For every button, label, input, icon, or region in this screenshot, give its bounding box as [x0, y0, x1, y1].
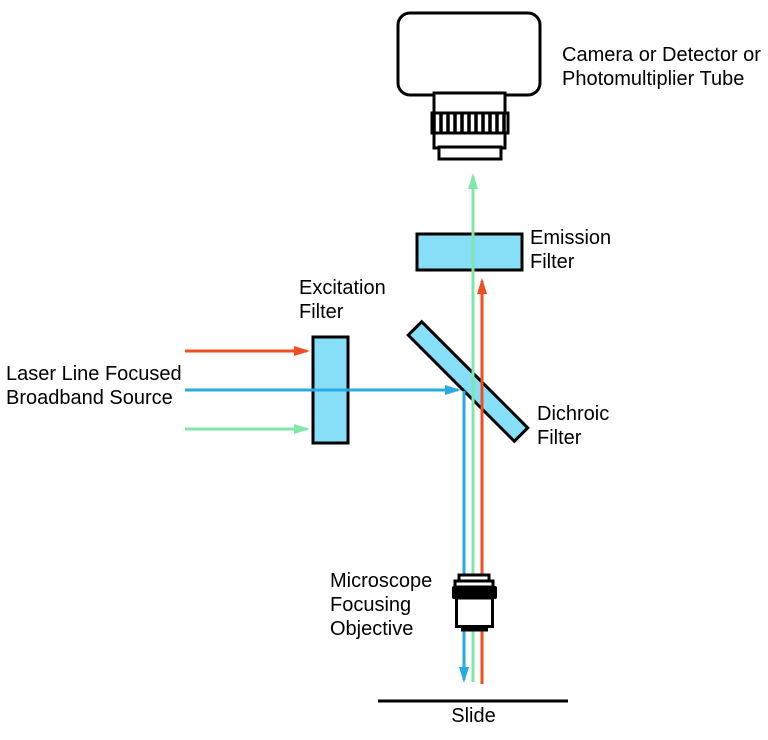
emission-filter-label: Emission Filter [530, 227, 612, 273]
emission-filter [415, 232, 524, 272]
source-label: Laser Line Focused Broadband Source [6, 363, 182, 409]
objective-icon [452, 573, 497, 632]
camera-lens-barrel [432, 91, 507, 116]
camera-lens-focus-ring [430, 111, 510, 135]
camera-icon [396, 11, 542, 161]
dichroic-filter [406, 319, 530, 444]
camera-lens-mount [437, 145, 503, 161]
camera-label: Camera or Detector or Photomultiplier Tu… [562, 44, 761, 90]
objective-label: Microscope Focusing Objective [330, 570, 433, 640]
objective-body [455, 596, 494, 628]
slide-label: Slide [451, 705, 496, 727]
camera-body [396, 11, 542, 97]
dichroic-filter-label: Dichroic Filter [537, 403, 610, 449]
objective-collar [452, 586, 497, 599]
objective-tip [461, 626, 488, 632]
excitation-filter-label: Excitation Filter [299, 277, 386, 323]
